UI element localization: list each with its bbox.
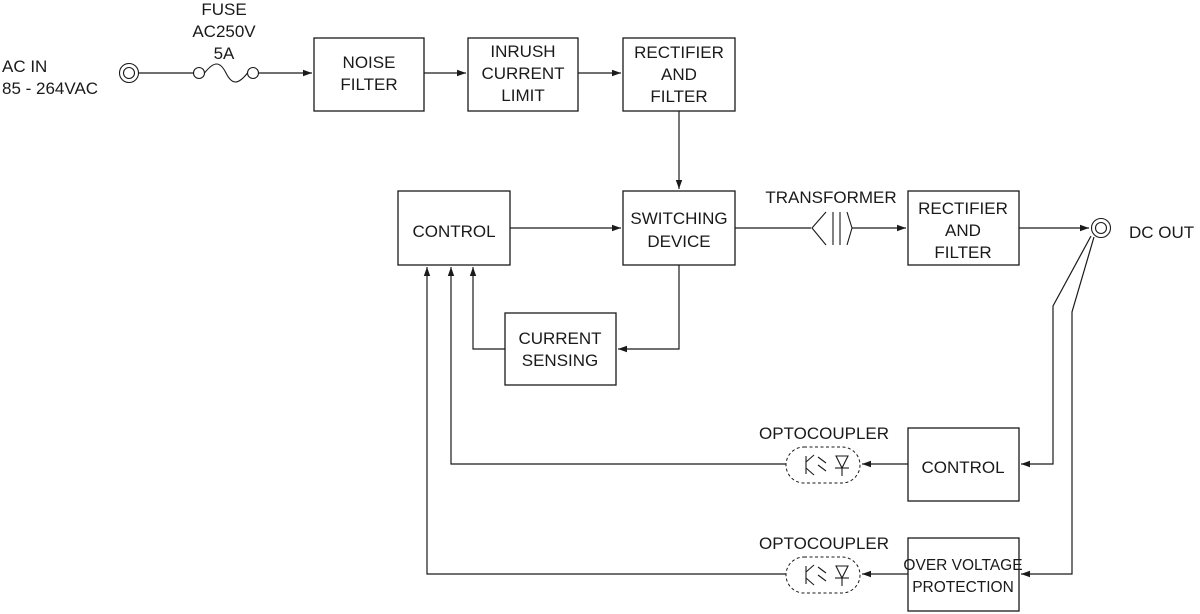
optocoupler-icon (785, 556, 861, 594)
optocoupler-feedback-label: OPTOCOUPLER (759, 424, 889, 443)
transformer-icon (811, 211, 853, 246)
primary-rectifier-label-line1: RECTIFIER (634, 43, 724, 62)
wire-dcout-secondary-control (1021, 235, 1092, 468)
switching-device-label-line1: SWITCHING (630, 209, 727, 228)
optocoupler-feedback: OPTOCOUPLER (759, 424, 889, 484)
inrush-label-line1: INRUSH (490, 42, 555, 61)
ac-in-voltage-label: 85 - 264VAC (2, 79, 98, 98)
primary-rectifier-filter-block: RECTIFIER AND FILTER (622, 37, 736, 112)
noise-filter-label-line2: FILTER (340, 75, 397, 94)
primary-rectifier-label-line2: AND (661, 65, 697, 84)
transformer: TRANSFORMER (765, 188, 897, 246)
wire-optocoupler-primary-control (447, 267, 786, 465)
inrush-label-line3: LIMIT (501, 86, 544, 105)
secondary-control-block: CONTROL (907, 427, 1020, 502)
ac-in-label: AC IN (2, 57, 47, 76)
secondary-rectifier-label-line2: AND (945, 221, 981, 240)
wire-dcout-ovp (1021, 236, 1095, 578)
primary-control-block: CONTROL (397, 190, 511, 266)
fuse: FUSE AC250V 5A (192, 0, 260, 83)
optocoupler-ovp-label: OPTOCOUPLER (759, 534, 889, 553)
fuse-icon (192, 63, 260, 83)
noise-filter-block: NOISE FILTER (313, 37, 425, 112)
noise-filter-label-line1: NOISE (343, 53, 396, 72)
primary-control-label: CONTROL (412, 222, 495, 241)
optocoupler-ovp: OPTOCOUPLER (759, 534, 889, 594)
ovp-label-line1: OVER VOLTAGE (903, 557, 1022, 574)
connections (138, 69, 1095, 578)
switching-device-label-line2: DEVICE (647, 232, 710, 251)
primary-rectifier-label-line3: FILTER (650, 87, 707, 106)
inrush-label-line2: CURRENT (481, 64, 564, 83)
current-sensing-block: CURRENT SENSING (504, 312, 617, 386)
dc-output: DC OUT (1090, 217, 1194, 242)
fuse-label: FUSE (201, 0, 246, 19)
wire-switching-current-sensing (618, 265, 680, 353)
secondary-rectifier-label-line3: FILTER (934, 243, 991, 262)
ovp-label-line2: PROTECTION (912, 579, 1014, 596)
secondary-rectifier-filter-block: RECTIFIER AND FILTER (907, 190, 1020, 266)
secondary-rectifier-label-line1: RECTIFIER (918, 199, 1008, 218)
optocoupler-icon (785, 446, 861, 484)
ac-input: AC IN 85 - 264VAC (2, 57, 140, 98)
switching-device-block: SWITCHING DEVICE (622, 190, 736, 266)
secondary-control-label: CONTROL (921, 458, 1004, 477)
current-sensing-label-line1: CURRENT (518, 329, 601, 348)
transformer-label: TRANSFORMER (765, 188, 896, 207)
over-voltage-protection-block: OVER VOLTAGE PROTECTION (903, 537, 1023, 612)
wire-current-sensing-control (469, 267, 505, 350)
fuse-rating-current: 5A (214, 44, 235, 63)
fuse-rating-voltage: AC250V (192, 22, 256, 41)
current-sensing-label-line2: SENSING (522, 351, 599, 370)
dc-output-connector-icon (1090, 217, 1112, 239)
wire-ovp-optocoupler-primary-control (423, 267, 786, 575)
dc-out-label: DC OUT (1129, 223, 1194, 242)
inrush-current-limit-block: INRUSH CURRENT LIMIT (467, 37, 579, 112)
ac-input-connector-icon (118, 62, 140, 84)
